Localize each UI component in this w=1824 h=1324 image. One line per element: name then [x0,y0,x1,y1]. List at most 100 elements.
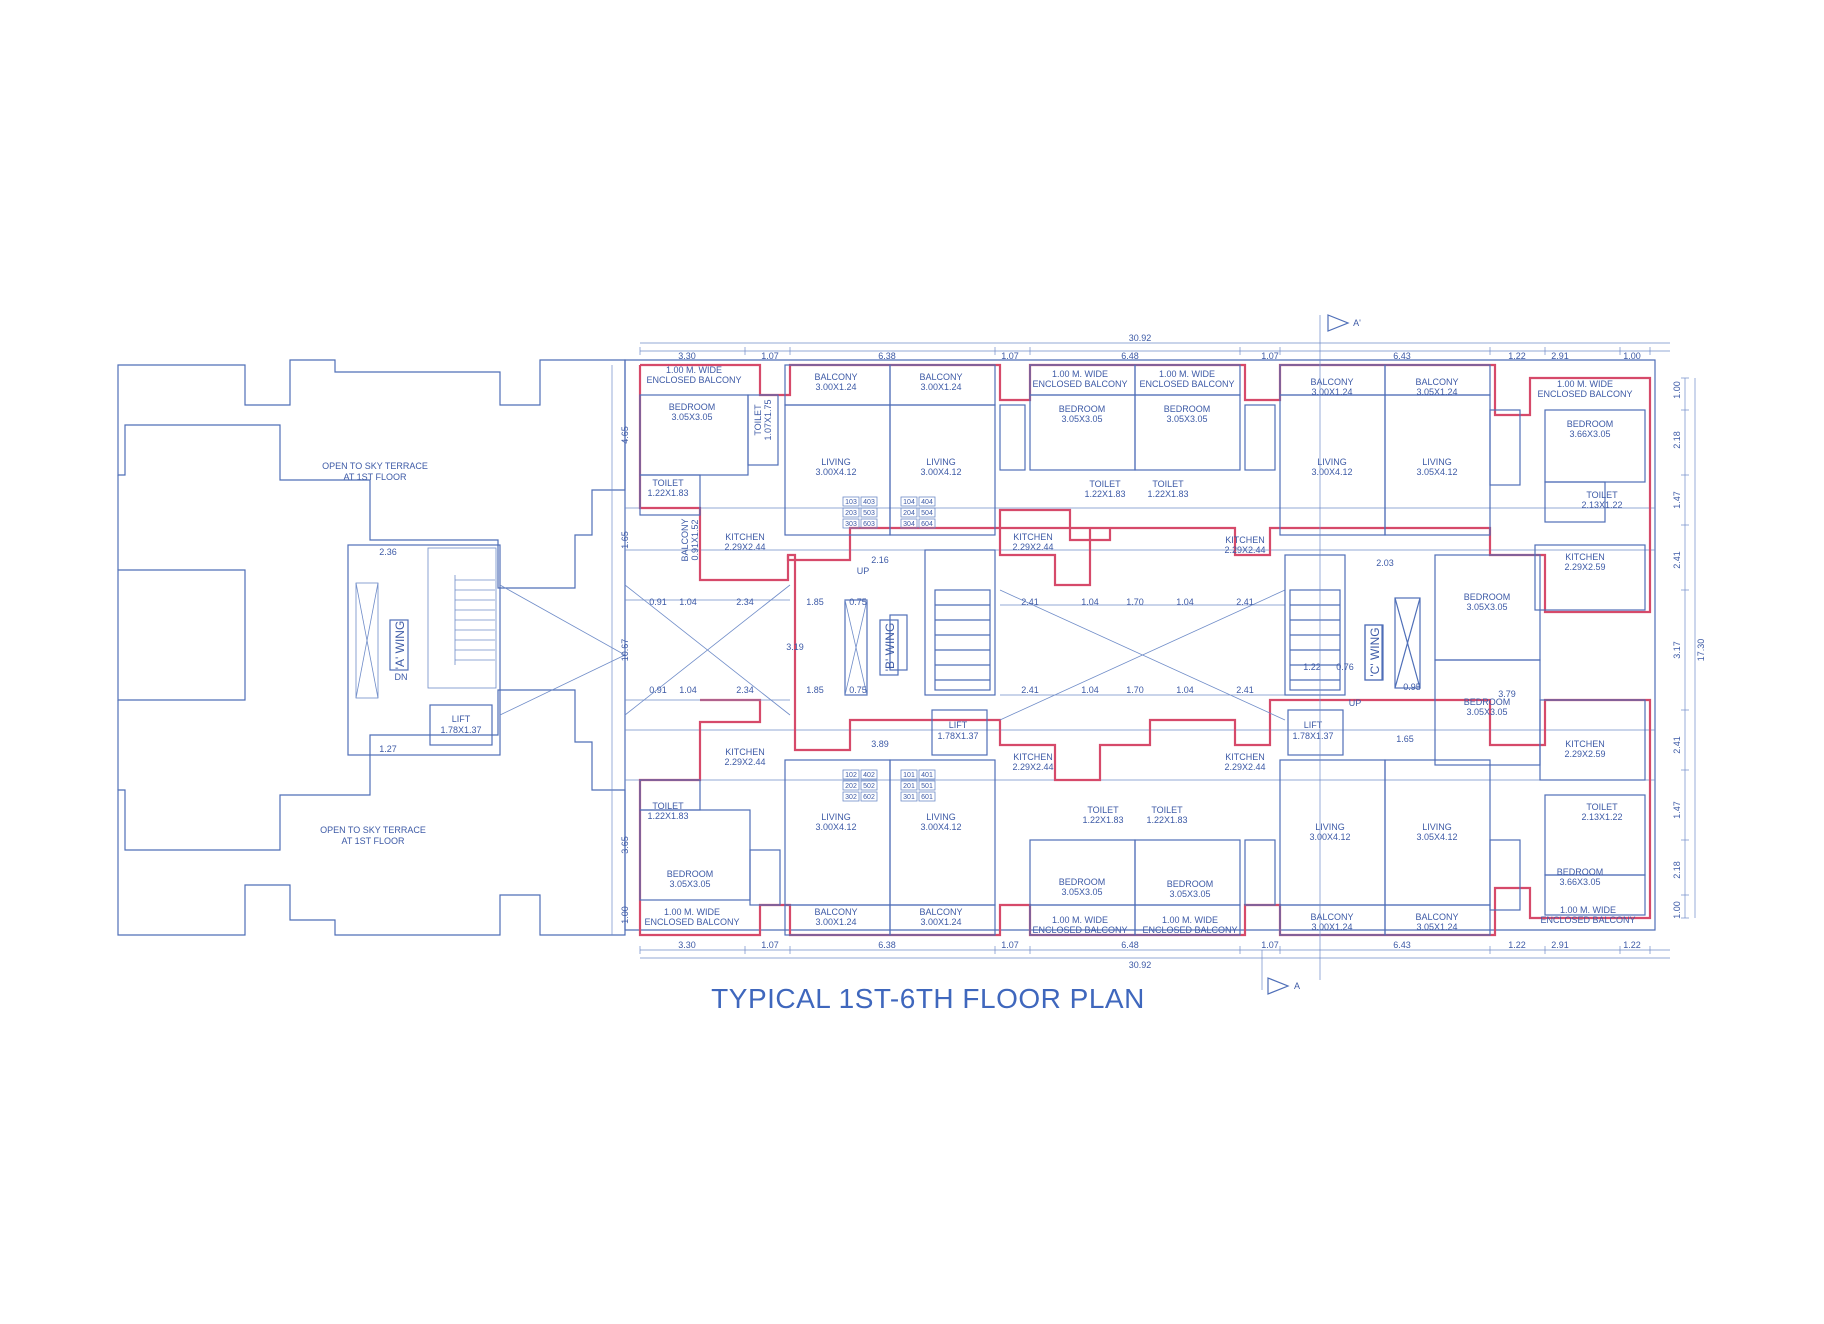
eb-bot4-l2: ENCLOSED BALCONY [1540,915,1635,925]
dim-stair-label: 3.89 [871,739,889,749]
living-bot1: LIVING [821,812,851,822]
dim-stair-label: 3.79 [1498,689,1516,699]
dim-right-label: 3.17 [1672,641,1682,659]
balc-bot1: BALCONY [814,907,857,917]
living-top2: LIVING [926,457,956,467]
interior-walls [639,364,1646,936]
living-top3-size: 3.00X4.12 [1311,467,1352,477]
living-top2-size: 3.00X4.12 [920,467,961,477]
section-marker-top [1319,314,1350,980]
bed-bot3-size: 3.05X3.05 [1169,889,1210,899]
dim-bottom-label: 6.43 [1393,940,1411,950]
dim-top-label: 6.48 [1121,351,1139,361]
kitchen-top1: KITCHEN [725,532,765,542]
kitchen-bot2-size: 2.29X2.44 [1012,762,1053,772]
eb-bot3-l1: 1.00 M. WIDE [1162,915,1218,925]
dim-right-label: 2.18 [1672,431,1682,449]
balc-side1: BALCONY [680,518,690,561]
dim-top-label: 1.00 [1623,351,1641,361]
unit-603: 603 [863,521,875,528]
toilet-top4: TOILET [1586,490,1618,500]
kitchen-top4-size: 2.29X2.59 [1564,562,1605,572]
toilet-bot2-size: 1.22X1.83 [1082,815,1123,825]
eb-bot4-l1: 1.00 M. WIDE [1560,905,1616,915]
kitchen-top3-size: 2.29X2.44 [1224,545,1265,555]
dim-left-label: 3.65 [620,836,630,854]
section-marker-bottom-label: A [1294,981,1300,991]
balc-bot4-size: 3.05X1.24 [1416,922,1457,932]
section-marker-bottom [1261,950,1290,995]
balc-side1-size: 0.91X1.52 [690,519,700,560]
dim-overall-width-top: 30.92 [1129,333,1152,343]
unit-204: 204 [903,510,915,517]
eb-top1-l2: ENCLOSED BALCONY [646,375,741,385]
dim-corridor-label-top: 2.34 [736,597,754,607]
eb-top3-l1: 1.00 M. WIDE [1159,369,1215,379]
dim-corridor-label-top: 2.41 [1021,597,1039,607]
unit-302: 302 [845,794,857,801]
balc-bot2: BALCONY [919,907,962,917]
dim-corridor-label-top: 0.75 [849,597,867,607]
kitchen-top4: KITCHEN [1565,552,1605,562]
bed-bot1-size: 3.05X3.05 [669,879,710,889]
kitchen-top3: KITCHEN [1225,535,1265,545]
dim-left-label: 4.65 [620,426,630,444]
dim-top-label: 1.07 [1261,351,1279,361]
a-wing-core [347,544,626,756]
dim-corridor-label-top: 1.04 [1176,597,1194,607]
bed-top3: BEDROOM [1164,404,1211,414]
unit-503: 503 [863,510,875,517]
balc-bot2-size: 3.00X1.24 [920,917,961,927]
terrace-label-bottom-line2: AT 1ST FLOOR [341,836,405,846]
toilet-top2-size: 1.22X1.83 [1084,489,1125,499]
bed-bot3: BEDROOM [1167,879,1214,889]
dim-bottom-label: 6.48 [1121,940,1139,950]
unit-201: 201 [903,783,915,790]
bed-top1-size: 3.05X3.05 [671,412,712,422]
bed-bot4: BEDROOM [1557,867,1604,877]
dim-top-label: 2.91 [1551,351,1569,361]
a-wing-lift-size: 1.78X1.37 [440,725,481,735]
toilet-bot3: TOILET [1151,805,1183,815]
toilet-top3-size: 1.22X1.83 [1147,489,1188,499]
kitchen-bot4-size: 2.29X2.59 [1564,749,1605,759]
bed-bot2-size: 3.05X3.05 [1061,887,1102,897]
eb-top1-l1: 1.00 M. WIDE [666,365,722,375]
kitchen-bot3-size: 2.29X2.44 [1224,762,1265,772]
dim-stair-label: 1.22 [1303,662,1321,672]
unit-304: 304 [903,521,915,528]
unit-numbers-bottom-left: 102 402 202 502 302 602 [842,769,878,802]
balc-bot3: BALCONY [1310,912,1353,922]
kitchen-bot2: KITCHEN [1013,752,1053,762]
eb-bot2-l2: ENCLOSED BALCONY [1032,925,1127,935]
dim-right-label: 1.47 [1672,491,1682,509]
dim-stair: 2.361.272.031.652.163.893.193.790.951.22… [379,547,1516,754]
main-outline [624,359,1656,931]
c-wing-lift-size: 1.78X1.37 [1292,731,1333,741]
unit-203: 203 [845,510,857,517]
dim-corridor-label-top: 0.91 [649,597,667,607]
dim-bottom-label: 1.07 [1001,940,1019,950]
kitchen-bot4: KITCHEN [1565,739,1605,749]
dim-right-label: 2.18 [1672,861,1682,879]
living-bot3-size: 3.00X4.12 [1309,832,1350,842]
unit-303: 303 [845,521,857,528]
dim-top-label: 6.43 [1393,351,1411,361]
balc-top1-size: 3.00X1.24 [815,382,856,392]
dim-corridor-label-bottom: 0.91 [649,685,667,695]
unit-402: 402 [863,772,875,779]
unit-numbers-bottom-mid: 101 401 201 501 301 601 [900,769,936,802]
living-top1: LIVING [821,457,851,467]
dim-corridor-label-bottom: 0.75 [849,685,867,695]
balc-bot3-size: 3.00X1.24 [1311,922,1352,932]
dim-corridor-label-bottom: 1.70 [1126,685,1144,695]
toilet-top1-size: 1.22X1.83 [647,488,688,498]
dim-corridor-label-top: 1.04 [1081,597,1099,607]
toilet-top3: TOILET [1152,479,1184,489]
dim-bottom-label: 1.07 [1261,940,1279,950]
bed-c2-size: 3.05X3.05 [1466,707,1507,717]
bed-top4-size: 3.66X3.05 [1569,429,1610,439]
unit-504: 504 [921,510,933,517]
